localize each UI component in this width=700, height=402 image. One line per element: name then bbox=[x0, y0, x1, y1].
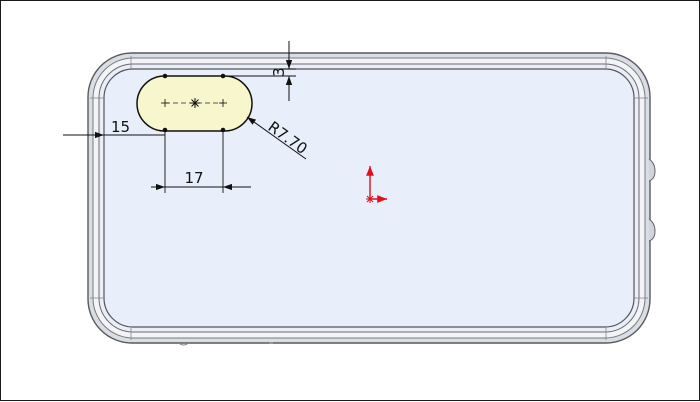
side-button-lower bbox=[648, 218, 656, 242]
side-button-upper bbox=[648, 158, 656, 182]
dimension-value-left-offset[interactable]: 15 bbox=[111, 118, 130, 136]
bottom-feature-left bbox=[178, 342, 190, 346]
dimension-value-top-offset[interactable]: 3 bbox=[270, 67, 288, 77]
origin-marker bbox=[366, 166, 387, 203]
dimension-slot-length[interactable]: 17 bbox=[151, 130, 251, 193]
slot-endpoint[interactable] bbox=[162, 73, 168, 79]
camera-slot-sketch[interactable] bbox=[136, 73, 253, 133]
dimension-top-offset[interactable]: 3 bbox=[223, 41, 296, 101]
slot-midpoint-asterisk bbox=[190, 98, 200, 108]
slot-center-left-mark bbox=[161, 99, 169, 107]
dimension-left-offset[interactable]: 15 bbox=[63, 118, 166, 193]
dimension-value-slot-length[interactable]: 17 bbox=[184, 169, 203, 187]
slot-center-right-mark bbox=[219, 99, 227, 107]
